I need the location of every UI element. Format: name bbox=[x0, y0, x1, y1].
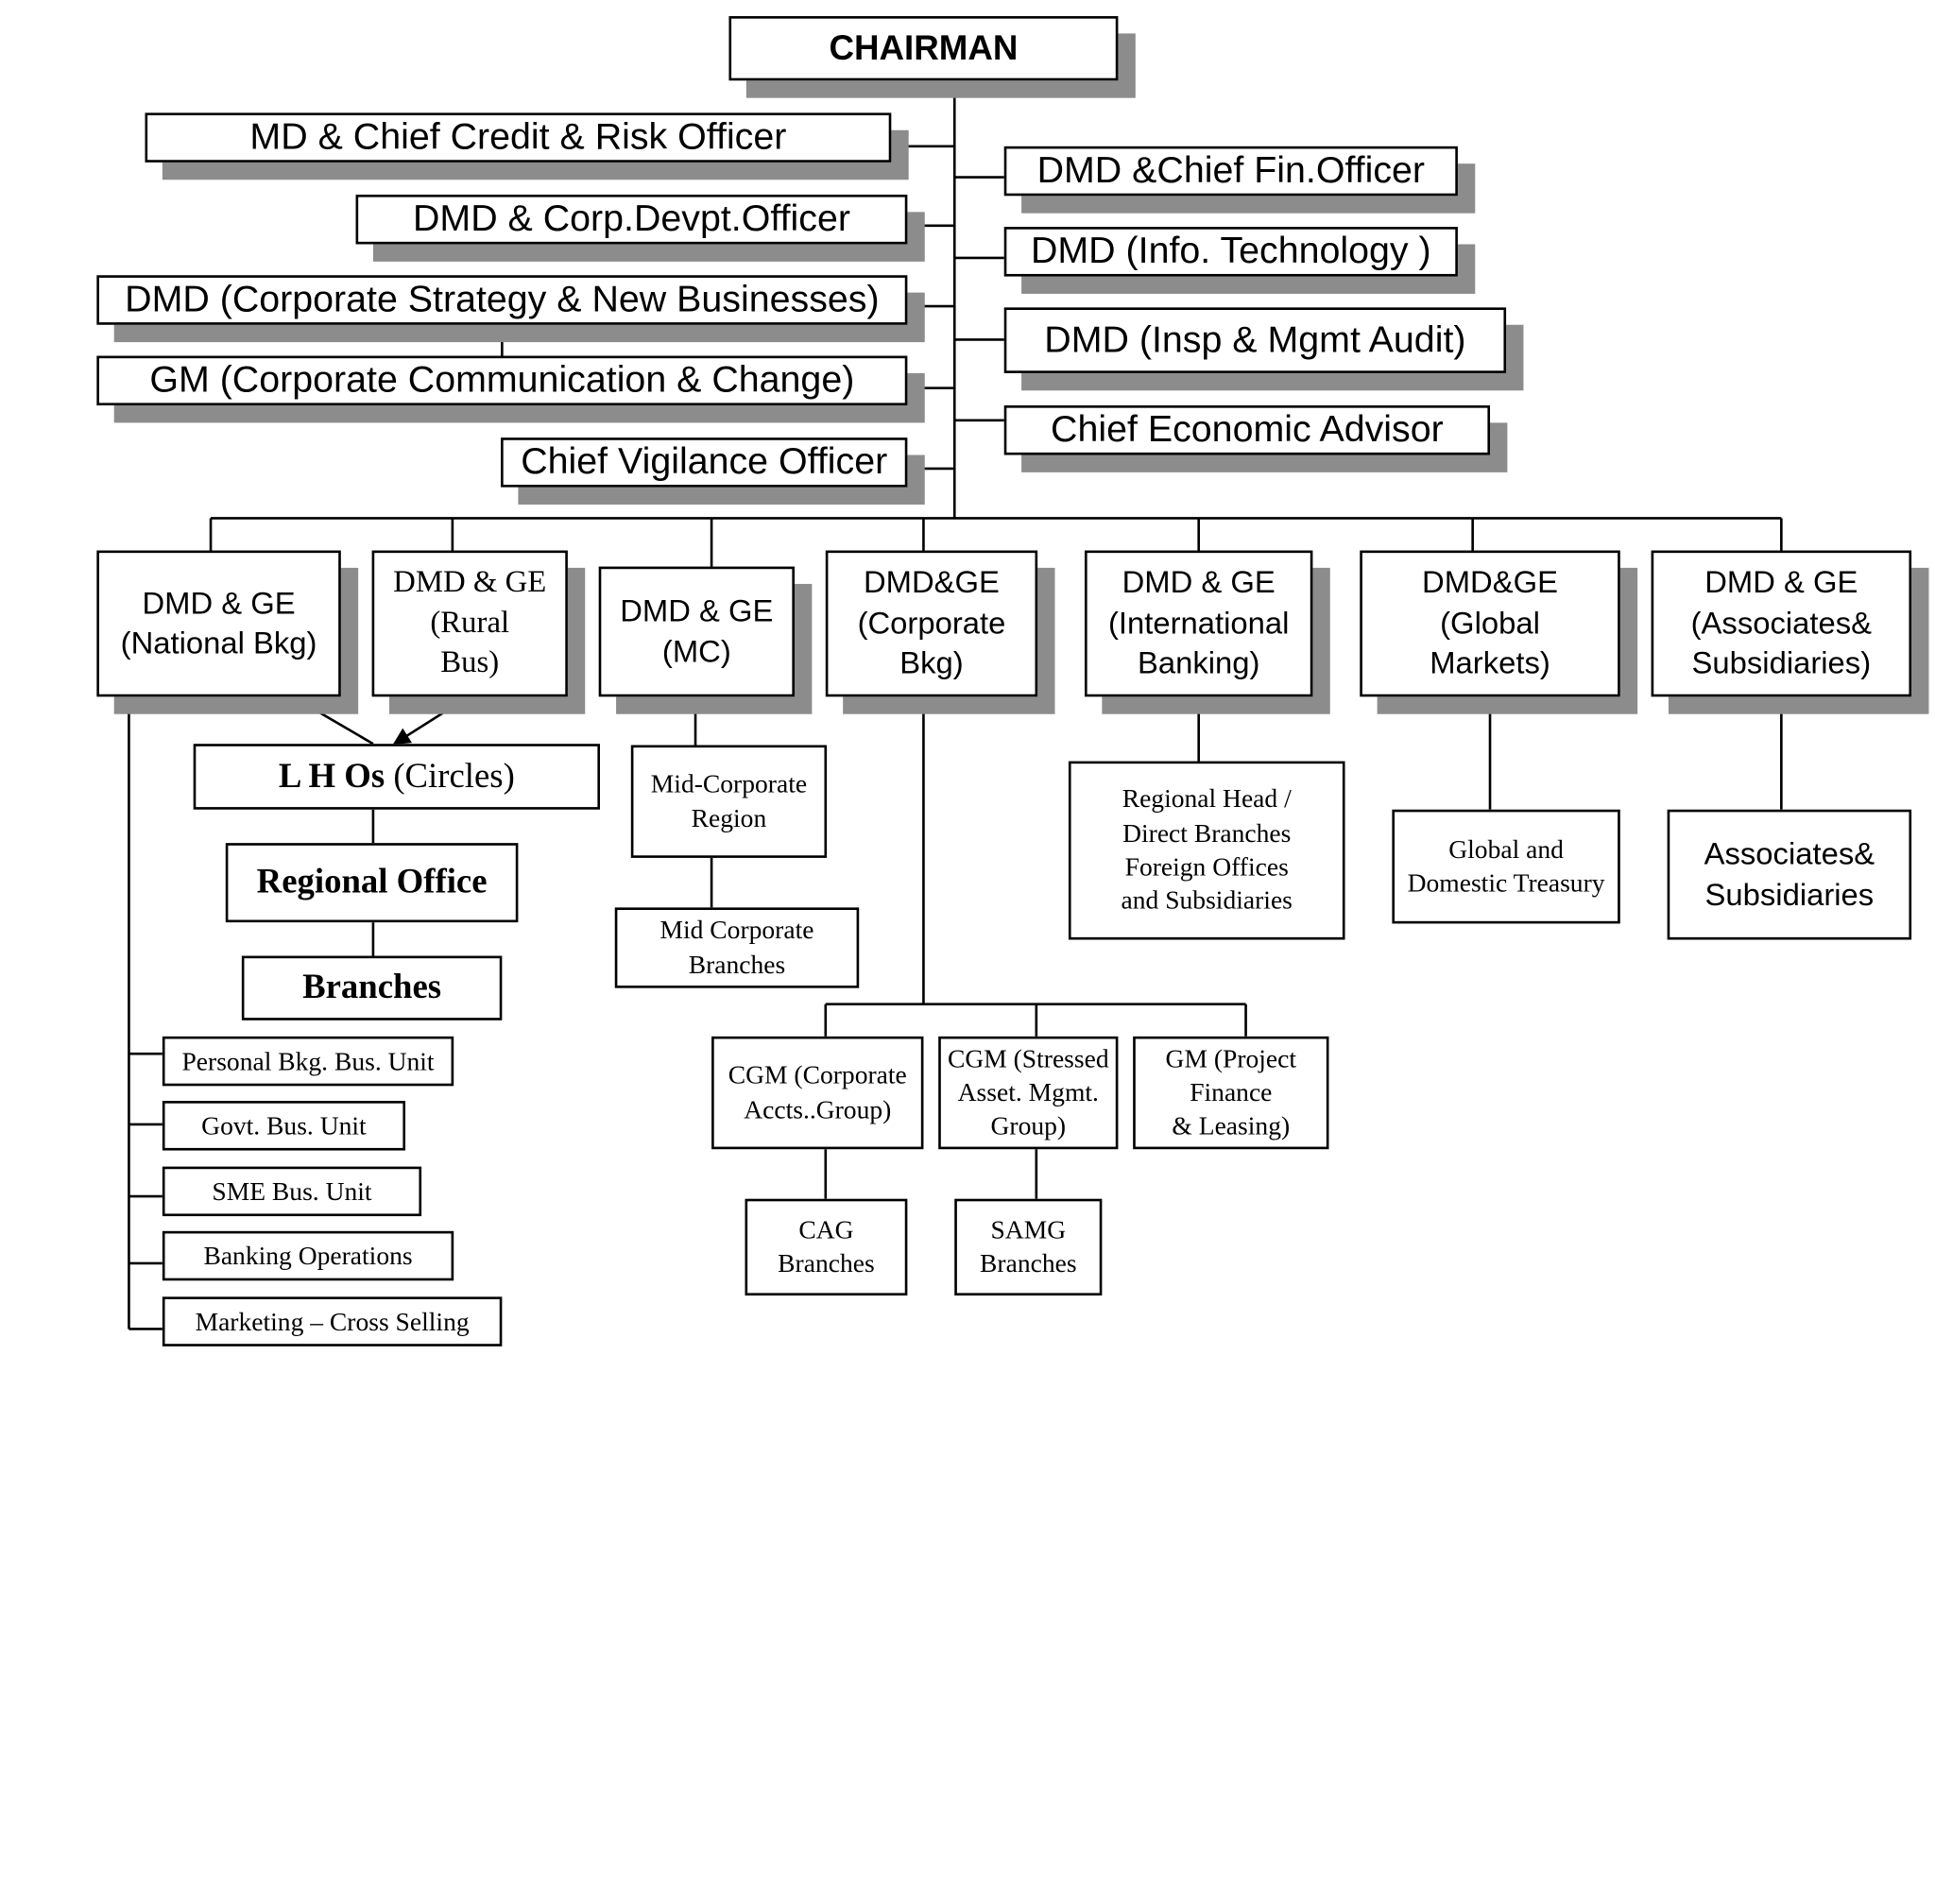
group-global-markets-box: DMD&GE (Global Markets) bbox=[1360, 550, 1620, 697]
dmd-info-technology-box: DMD (Info. Technology ) bbox=[1003, 227, 1458, 277]
cgm-corporate-accts-group-box: CGM (Corporate Accts..Group) bbox=[711, 1036, 924, 1150]
group-rural-business-box: DMD & GE (Rural Bus) bbox=[371, 550, 568, 697]
dmd-corporate-strategy-box: DMD (Corporate Strategy & New Businesses… bbox=[96, 275, 908, 325]
national-unit-govt-business: Govt. Bus. Unit bbox=[162, 1101, 406, 1151]
dmd-corp-devpt-officer-box: DMD & Corp.Devpt.Officer bbox=[355, 194, 908, 245]
chief-vigilance-officer-box: Chief Vigilance Officer bbox=[501, 437, 908, 488]
connector-lines bbox=[128, 96, 1783, 1330]
national-unit-sme-business: SME Bus. Unit bbox=[162, 1166, 422, 1217]
dmd-insp-mgmt-audit-box: DMD (Insp & Mgmt Audit) bbox=[1003, 307, 1507, 373]
global-domestic-treasury-box: Global and Domestic Treasury bbox=[1392, 809, 1620, 924]
samg-branches-box: SAMG Branches bbox=[954, 1198, 1103, 1296]
group-corporate-banking-box: DMD&GE (Corporate Bkg) bbox=[825, 550, 1038, 697]
gm-project-finance-leasing-box: GM (Project Finance & Leasing) bbox=[1133, 1036, 1329, 1150]
lhos-label: L H Os bbox=[278, 756, 385, 796]
regional-office-box: Regional Office bbox=[225, 843, 519, 923]
chairman-box: CHAIRMAN bbox=[728, 16, 1119, 81]
circles-label: (Circles) bbox=[385, 756, 515, 796]
national-unit-marketing-cross-selling: Marketing – Cross Selling bbox=[162, 1296, 503, 1347]
dmd-chief-fin-officer-box: DMD &Chief Fin.Officer bbox=[1003, 146, 1458, 197]
lhos-circles-box: L H Os (Circles) bbox=[193, 744, 601, 810]
group-international-banking-box: DMD & GE (International Banking) bbox=[1085, 550, 1313, 697]
branches-box: Branches bbox=[241, 955, 503, 1021]
group-associates-subsidiaries-box: DMD & GE (Associates& Subsidiaries) bbox=[1651, 550, 1912, 697]
cag-branches-box: CAG Branches bbox=[745, 1198, 908, 1296]
chief-economic-advisor-box: Chief Economic Advisor bbox=[1003, 405, 1491, 455]
group-mid-corporate-box: DMD & GE (MC) bbox=[598, 566, 795, 697]
cgm-stressed-asset-mgmt-box: CGM (Stressed Asset. Mgmt. Group) bbox=[938, 1036, 1119, 1150]
associates-subsidiaries-box: Associates& Subsidiaries bbox=[1667, 809, 1912, 940]
national-unit-banking-operations: Banking Operations bbox=[162, 1230, 454, 1281]
national-unit-personal-banking: Personal Bkg. Bus. Unit bbox=[162, 1036, 454, 1087]
md-chief-credit-risk-officer-box: MD & Chief Credit & Risk Officer bbox=[145, 112, 892, 163]
regional-head-foreign-offices-box: Regional Head / Direct Branches Foreign … bbox=[1068, 761, 1345, 940]
mid-corporate-region-box: Mid-Corporate Region bbox=[630, 745, 828, 858]
mid-corporate-branches-box: Mid Corporate Branches bbox=[614, 907, 860, 988]
gm-corporate-communication-box: GM (Corporate Communication & Change) bbox=[96, 355, 908, 406]
group-national-banking-box: DMD & GE (National Bkg) bbox=[96, 550, 341, 697]
